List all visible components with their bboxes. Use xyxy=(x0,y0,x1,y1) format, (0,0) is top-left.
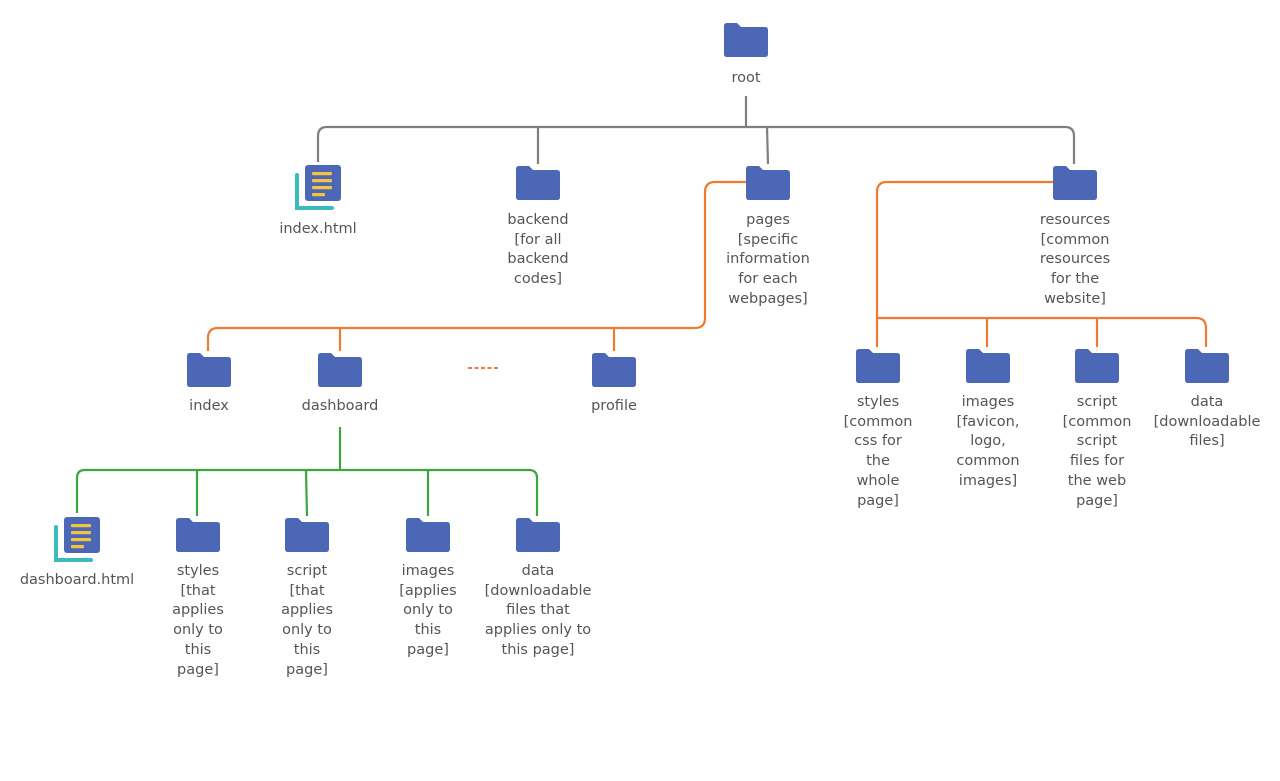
folder-icon xyxy=(966,349,1010,383)
folder-icon xyxy=(285,518,329,552)
html-file-icon xyxy=(54,517,100,562)
dashboard-connectors xyxy=(75,427,539,517)
connector-resources-bar xyxy=(877,316,1208,347)
connector-dashboard-script xyxy=(304,469,309,517)
index-html-label: index.html xyxy=(279,221,357,237)
root-label: root xyxy=(731,70,761,86)
pages-profile-label: profile xyxy=(591,398,637,414)
pages-index-label: index xyxy=(189,398,229,414)
folder-icon xyxy=(516,166,560,200)
folder-icon xyxy=(856,349,900,383)
folder-icon xyxy=(1075,349,1119,383)
root-connectors xyxy=(316,96,1076,165)
folder-icon xyxy=(724,23,768,57)
connector-root-pages xyxy=(765,126,770,165)
folder-icon xyxy=(176,518,220,552)
folder-icon xyxy=(592,353,636,387)
folder-icon xyxy=(406,518,450,552)
folder-icon xyxy=(1185,349,1229,383)
html-file-icon xyxy=(295,165,341,210)
node-icons xyxy=(54,23,1229,562)
folder-icon xyxy=(318,353,362,387)
folder-icon xyxy=(746,166,790,200)
connector-pages-bar xyxy=(206,180,746,351)
folder-icon xyxy=(516,518,560,552)
folder-icon xyxy=(1053,166,1097,200)
dashboard-html-label: dashboard.html xyxy=(19,572,135,588)
resources-connectors xyxy=(875,180,1208,347)
folder-icon xyxy=(187,353,231,387)
connector-root-bar xyxy=(316,125,1076,164)
connector-resources-trunk xyxy=(875,180,1053,347)
pages-dashboard-label: dashboard xyxy=(301,398,379,414)
pages-connectors xyxy=(206,180,746,351)
